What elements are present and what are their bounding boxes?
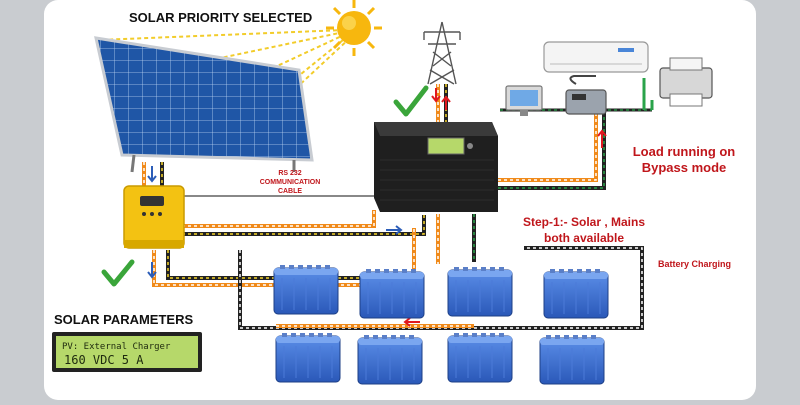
battery-icon: [359, 269, 425, 319]
check-icon-charger: [101, 259, 135, 287]
step-label-line1: Step-1:- Solar , Mains: [523, 215, 645, 229]
arrow-icon: [147, 88, 607, 327]
charge-controller-icon: [123, 185, 185, 249]
solar-params-line1: PV: External Charger: [62, 342, 171, 352]
rs232-label-line2: COMMUNICATION: [260, 179, 321, 186]
mains-wires: [436, 84, 448, 122]
air-conditioner-icon: [543, 41, 649, 73]
step-label: Step-1:- Solar , Mains both available: [523, 215, 645, 245]
battery-icon: [543, 269, 609, 319]
battery-icon: [539, 335, 605, 385]
solar-panel-icon: [94, 36, 314, 173]
sun-icon: [326, 0, 382, 56]
printer-icon: [659, 57, 713, 107]
load-label-line1: Load running on: [633, 144, 736, 159]
solar-params-heading: SOLAR PARAMETERS: [54, 312, 193, 327]
diagram-title: SOLAR PRIORITY SELECTED: [129, 10, 312, 25]
rs232-label: RS 232 COMMUNICATION CABLE: [260, 170, 321, 195]
diagram-card: SOLAR PRIORITY SELECTED: [44, 0, 756, 400]
battery-icon: [273, 265, 339, 315]
load-label: Load running on Bypass mode: [633, 144, 736, 175]
computer-icon: [505, 85, 543, 116]
inverter-icon: [374, 122, 498, 212]
rs232-label-line1: RS 232: [278, 170, 301, 177]
solar-params-display: PV: External Charger 160 VDC 5 A: [52, 332, 202, 372]
battery-icon: [357, 335, 423, 385]
battery-bank: [273, 265, 609, 385]
solar-params-line2: 160 VDC 5 A: [64, 353, 144, 367]
rs232-label-line3: CABLE: [278, 188, 302, 195]
solar-system-diagram: SOLAR PRIORITY SELECTED: [52, 0, 736, 385]
load-label-line2: Bypass mode: [642, 160, 727, 175]
battery-icon: [447, 333, 513, 383]
step-label-line2: both available: [544, 231, 624, 245]
fax-icon: [565, 75, 607, 115]
battery-icon: [447, 267, 513, 317]
transmission-tower-icon: [423, 21, 461, 85]
battery-charging-label: Battery Charging: [658, 259, 731, 269]
battery-icon: [275, 333, 341, 383]
check-icon-inverter: [393, 85, 429, 117]
